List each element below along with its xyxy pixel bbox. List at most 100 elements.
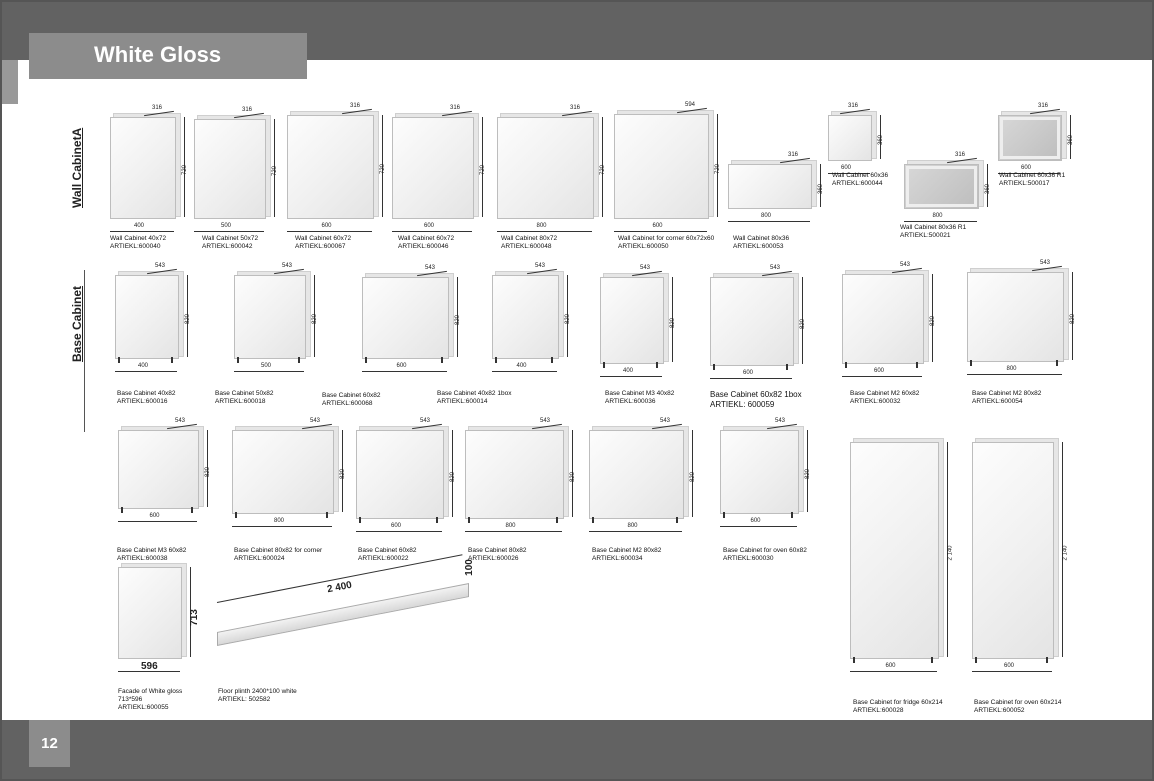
product-name: Base Cabinet 60x82 [358,547,417,554]
height-dimension: 820 [670,317,677,328]
cabinet-leg [786,364,788,370]
product-article: ARTIEKL:600053 [733,243,784,250]
cabinet-drawing[interactable] [217,583,469,646]
cabinet-handle [2,90,18,92]
cabinet-drawing[interactable] [998,115,1062,161]
depth-dimension-line [1032,265,1062,272]
cabinet-leg [603,362,605,368]
cabinet-handle [2,82,18,84]
cabinet-handle [2,72,18,74]
section-label-base: Base Cabinet [70,285,84,362]
cabinet-drawing[interactable] [110,117,176,219]
cabinet-handle [2,100,18,102]
product-name: Base Cabinet M3 60x82 [117,547,187,554]
cabinet-drawing[interactable] [492,275,559,359]
cabinet-leg [916,362,918,368]
depth-dimension: 594 [685,102,696,108]
cabinet-drawing[interactable] [850,442,939,659]
product-article: ARTIEKL:600018 [215,398,266,405]
width-dimension-line [497,231,592,232]
cabinet-drawing[interactable] [614,114,709,219]
cabinet-leg [1046,657,1048,663]
depth-dimension: 543 [775,418,786,424]
cabinet-drawing[interactable] [118,430,199,509]
cabinet-drawing[interactable] [392,117,474,219]
cabinet-drawing[interactable] [828,115,872,161]
product-name: Base Cabinet 50x82 [215,390,274,397]
cabinet-drawing[interactable] [497,117,594,219]
cabinet-drawing[interactable] [234,275,306,359]
depth-dimension: 543 [540,418,551,424]
cabinet-handle [2,62,18,64]
cabinet-drawing[interactable] [728,164,812,209]
cabinet-drawing[interactable] [842,274,924,364]
height-dimension-line [482,117,483,217]
height-dimension: 820 [930,315,937,327]
cabinet-drawing[interactable] [720,430,799,514]
cabinet-leg [359,517,361,523]
cabinet-leg [592,517,594,523]
depth-dimension: 543 [175,418,186,424]
cabinet-drawing[interactable] [118,567,182,659]
cabinet-drawing[interactable] [287,115,374,219]
cabinet-leg [235,512,237,518]
width-dimension: 800 [932,213,943,219]
depth-dimension-line [412,423,442,430]
height-dimension-line [932,274,933,362]
cabinet-drawing[interactable] [600,277,664,364]
cabinet-handle [2,80,18,82]
height-dimension-line [947,442,948,657]
cabinet-drawing[interactable] [232,430,334,514]
product-name: Base Cabinet 60x82 1box [710,390,802,399]
product-article: ARTIEKL:600044 [832,180,883,187]
product-article: ARTIEKL:600028 [853,707,904,714]
product-article: ARTIEKL:600067 [295,243,346,250]
cabinet-drawing[interactable] [589,430,684,519]
height-dimension: 720 [600,164,607,176]
depth-dimension-line [527,268,557,275]
product-name: Wall Cabinet 80x36 R1 [900,224,967,231]
width-dimension: 600 [321,223,332,229]
depth-dimension: 543 [660,418,671,424]
cabinet-drawing[interactable] [356,430,444,519]
height-dimension-line [1062,442,1063,657]
width-dimension-line [728,221,810,222]
width-dimension: 600 [1004,663,1015,669]
depth-dimension: 316 [152,105,163,111]
page-number: 12 [29,720,70,767]
cabinet-drawing[interactable] [362,277,449,359]
product-name: Base Cabinet M2 80x82 [592,547,662,554]
cabinet-drawing[interactable] [115,275,179,359]
cabinet-leg [237,357,239,363]
depth-dimension: 543 [640,265,651,271]
cabinet-drawing[interactable] [972,442,1054,659]
height-dimension-line [457,277,458,357]
width-dimension: 500 [261,363,272,369]
width-dimension: 800 [274,518,285,524]
product-article: ARTIEKL:600036 [605,398,656,405]
product-name: Wall Cabinet 80x36 [733,235,790,242]
cabinet-drawing[interactable] [194,119,266,219]
section-divider [84,270,85,432]
cabinet-handle [2,84,18,86]
cabinet-drawing[interactable] [710,277,794,366]
cabinet-leg [298,357,300,363]
cabinet-leg [441,357,443,363]
height-dimension: 360 [878,134,885,146]
cabinet-leg [121,507,123,513]
product-name: Base Cabinet 40x82 1box [437,390,512,397]
cabinet-drawing[interactable] [465,430,564,519]
product-article: ARTIEKL:600052 [974,707,1025,714]
product-article: ARTIEKL:600038 [117,555,168,562]
cabinet-drawing[interactable] [967,272,1064,362]
product-size: 713*596 [118,696,143,703]
cabinet-drawing[interactable] [904,164,979,209]
